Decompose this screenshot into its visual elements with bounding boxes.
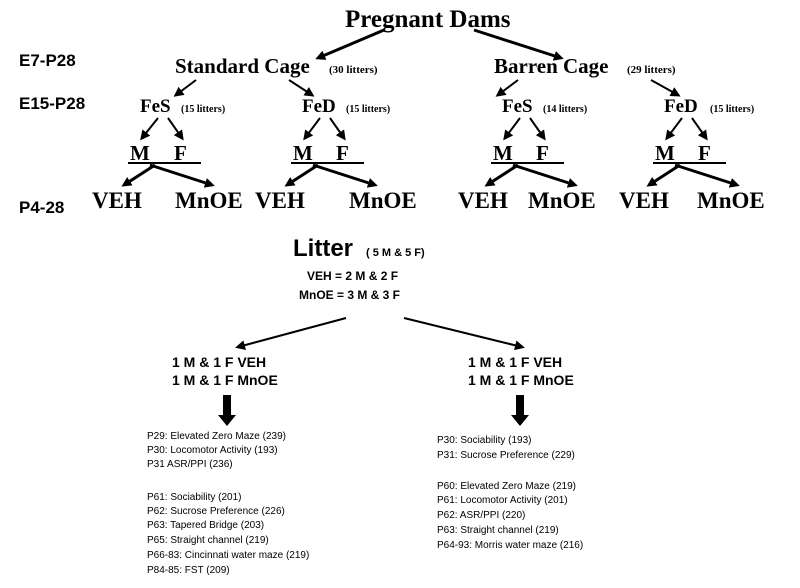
litter-mnoe-split: MnOE = 3 M & 3 F [299,288,400,302]
test-item: P31 ASR/PPI (236) [147,459,233,470]
time-label-p4: P4-28 [19,198,64,217]
diet-label: FeD [302,96,336,117]
treatment-veh: VEH [92,188,142,213]
edge-barren-fed [650,79,681,97]
tests-block-1: P29: Elevated Zero Maze (239) P30: Locom… [147,431,286,470]
diet-barren-fes: FeS (14 litters) [502,96,587,117]
cage-label: Barren Cage [494,54,609,78]
cohort-2: 1 M & 1 F VEH 1 M & 1 F MnOE P30: Sociab… [437,354,583,551]
time-label-e7: E7-P28 [19,51,76,70]
sex-male: M [130,141,150,165]
litter-block: Litter ( 5 M & 5 F) VEH = 2 M & 2 F MnOE… [293,235,425,302]
treatment-row: VEH MnOE VEH MnOE VEH MnOE VEH MnOE [92,188,765,213]
test-item: P65: Straight channel (219) [147,535,269,546]
edge-standard-fes [173,79,197,97]
root-label: Pregnant Dams [345,6,511,33]
sex-female: F [174,141,187,165]
time-label-e15: E15-P28 [19,94,85,113]
diet-litters: (15 litters) [710,104,754,115]
sex-group-2: M F [291,141,364,165]
diet-standard-fes: FeS (15 litters) [140,96,225,117]
treatment-veh: VEH [255,188,305,213]
tests-block-2: P60: Elevated Zero Maze (219) P61: Locom… [437,481,583,551]
treatment-mnoe: MnOE [349,188,417,213]
diet-label: FeS [140,96,171,117]
sex-male: M [655,141,675,165]
cohort-down-arrow [511,395,529,426]
test-item: P61: Locomotor Activity (201) [437,495,568,506]
diet-label: FeS [502,96,533,117]
treatment-arrows [121,163,740,188]
litter-title: Litter [293,235,353,262]
treatment-mnoe: MnOE [175,188,243,213]
diet-litters: (14 litters) [543,104,587,115]
cage-litters: (29 litters) [627,64,676,76]
test-item: P61: Sociability (201) [147,492,242,503]
litter-composition: ( 5 M & 5 F) [366,247,425,259]
diet-litters: (15 litters) [346,104,390,115]
test-item: P30: Sociability (193) [437,435,532,446]
sex-group-3: M F [491,141,564,165]
tests-block-2: P61: Sociability (201) P62: Sucrose Pref… [147,492,309,576]
diet-sex-arrows [140,117,708,141]
test-item: P66-83: Cincinnati water maze (219) [147,550,309,561]
edge-root-standard [315,28,385,60]
cage-litters: (30 litters) [329,64,378,76]
sex-group-4: M F [653,141,726,165]
sex-male: M [293,141,313,165]
diet-barren-fed: FeD (15 litters) [664,96,754,117]
cohort-line2: 1 M & 1 F MnOE [172,372,278,388]
sex-female: F [336,141,349,165]
test-item: P64-93: Morris water maze (216) [437,540,583,551]
cohort-line1: 1 M & 1 F VEH [172,354,266,370]
treatment-mnoe: MnOE [528,188,596,213]
test-item: P30: Locomotor Activity (193) [147,445,278,456]
sex-group-1: M F [128,141,201,165]
treatment-veh: VEH [458,188,508,213]
test-item: P62: Sucrose Preference (226) [147,506,285,517]
edge-litter-cohort1 [235,317,347,351]
cohort-down-arrow [218,395,236,426]
sex-female: F [536,141,549,165]
tests-block-1: P30: Sociability (193) P31: Sucrose Pref… [437,435,575,461]
cohort-line1: 1 M & 1 F VEH [468,354,562,370]
treatment-veh: VEH [619,188,669,213]
test-item: P29: Elevated Zero Maze (239) [147,431,286,442]
test-item: P62: ASR/PPI (220) [437,510,525,521]
edge-root-barren [473,28,564,61]
treatment-mnoe: MnOE [697,188,765,213]
edge-standard-fed [288,79,315,97]
cage-barren: Barren Cage (29 litters) [494,54,676,78]
cage-label: Standard Cage [175,54,310,78]
edge-litter-cohort2 [403,317,525,351]
cohort-line2: 1 M & 1 F MnOE [468,372,574,388]
test-item: P84-85: FST (209) [147,565,230,576]
sex-female: F [698,141,711,165]
test-item: P63: Straight channel (219) [437,525,559,536]
diet-label: FeD [664,96,698,117]
diet-standard-fed: FeD (15 litters) [302,96,390,117]
test-item: P63: Tapered Bridge (203) [147,520,264,531]
cage-standard: Standard Cage (30 litters) [175,54,378,78]
edge-barren-fes [495,79,519,97]
test-item: P31: Sucrose Preference (229) [437,450,575,461]
cohort-1: 1 M & 1 F VEH 1 M & 1 F MnOE P29: Elevat… [147,354,309,576]
sex-male: M [493,141,513,165]
test-item: P60: Elevated Zero Maze (219) [437,481,576,492]
litter-veh-split: VEH = 2 M & 2 F [307,269,398,283]
diet-litters: (15 litters) [181,104,225,115]
